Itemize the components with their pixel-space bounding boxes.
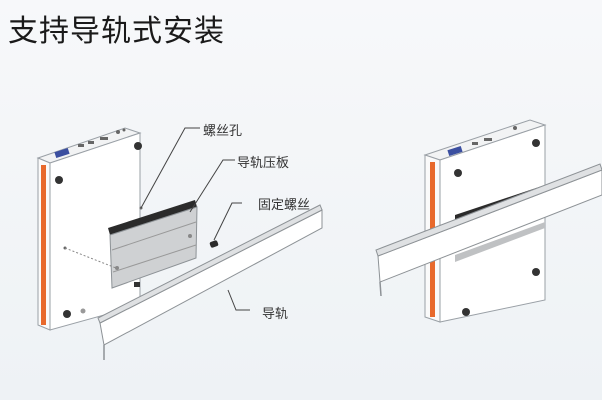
label-fixing-screw: 固定螺丝 bbox=[258, 198, 311, 213]
vga-port bbox=[54, 147, 70, 159]
orange-stripe bbox=[41, 165, 46, 325]
label-screw-hole: 螺丝孔 bbox=[203, 124, 243, 139]
din-rail-left bbox=[97, 204, 323, 360]
fixing-screw bbox=[209, 240, 219, 248]
rail-clamp-plate bbox=[108, 200, 198, 289]
label-rail-clamp: 导轨压板 bbox=[237, 156, 290, 171]
page-title: 支持导轨式安装 bbox=[8, 14, 225, 49]
din-rail-right bbox=[375, 163, 602, 297]
label-rail: 导轨 bbox=[262, 307, 289, 322]
